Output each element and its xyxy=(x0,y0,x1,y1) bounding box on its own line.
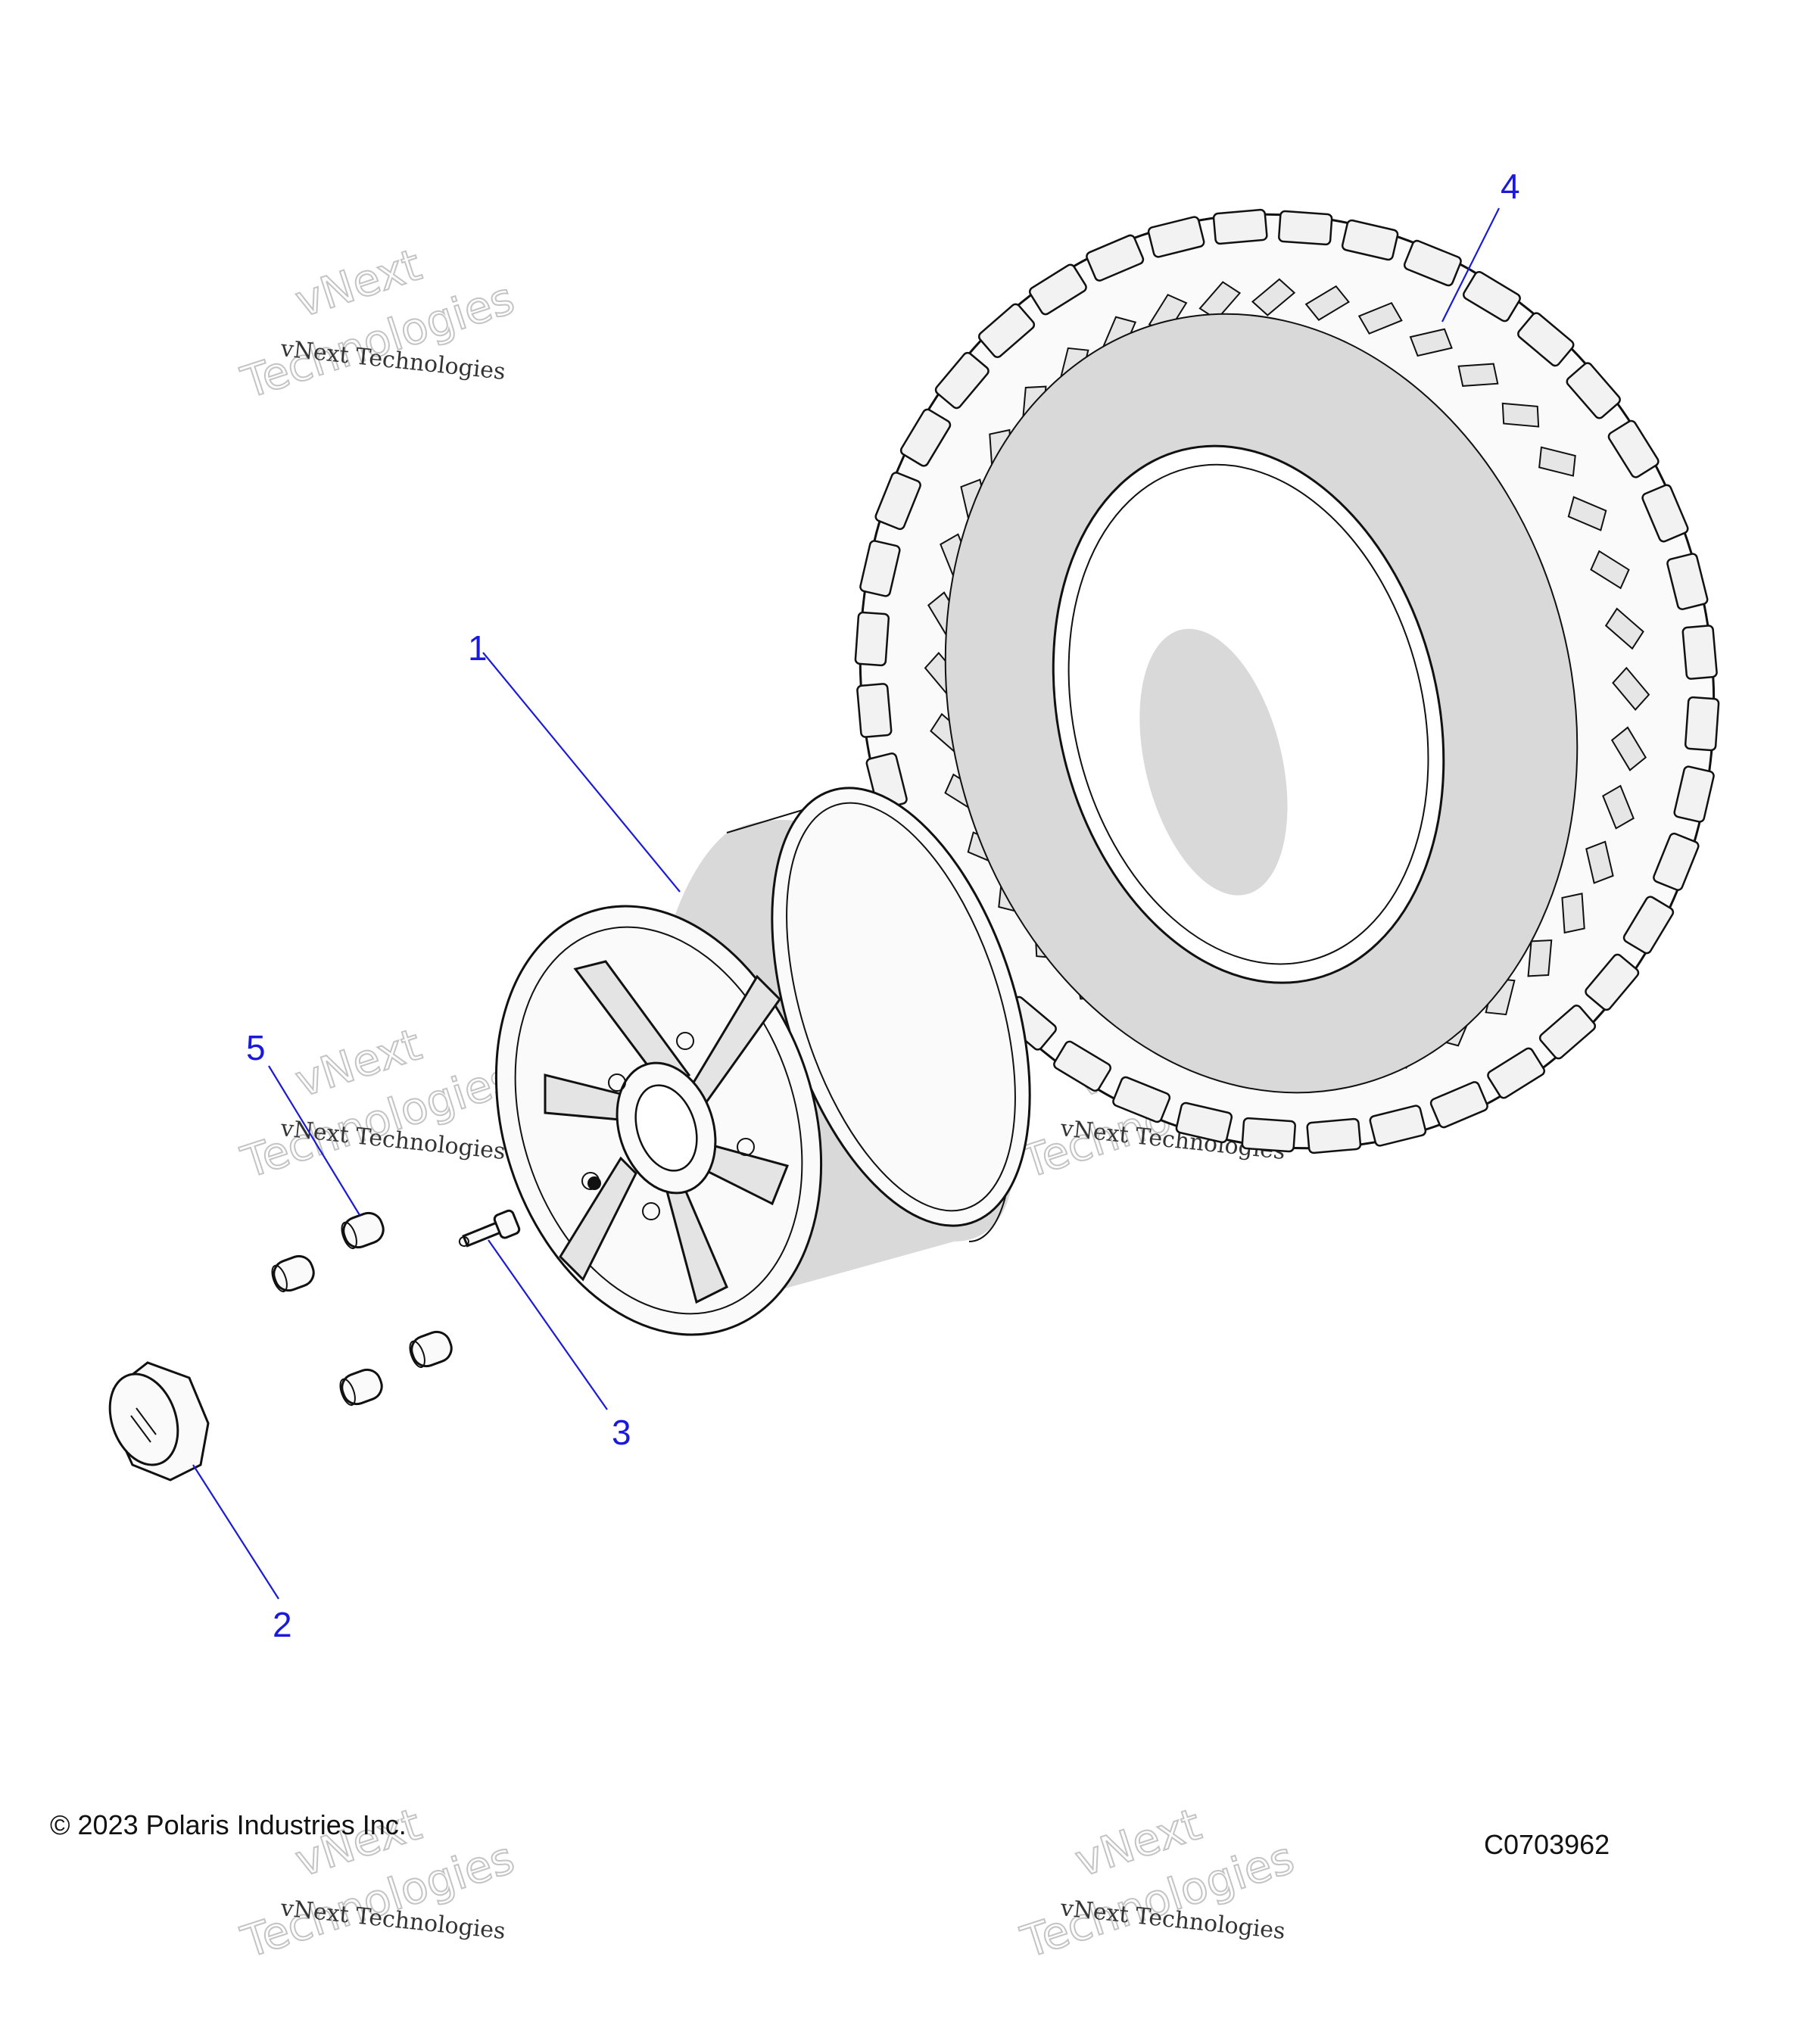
tread-block xyxy=(1501,402,1540,428)
copyright-text: © 2023 Polaris Industries Inc. xyxy=(50,1809,407,1840)
valve-stem xyxy=(458,1209,521,1248)
tread-lug xyxy=(977,303,1036,358)
leader-line-4 xyxy=(1441,207,1500,322)
lug-nut xyxy=(271,1254,315,1292)
tread-lug xyxy=(1429,1081,1488,1129)
callout-1[interactable]: 1 xyxy=(468,628,488,668)
tread-lug xyxy=(1681,625,1718,680)
tread-block xyxy=(1610,726,1647,771)
tire xyxy=(854,208,1720,1154)
leader-line-1 xyxy=(482,652,681,893)
tread-lug xyxy=(1241,1117,1296,1153)
tread-lug xyxy=(1585,953,1640,1011)
tread-lug xyxy=(1278,210,1333,246)
tread-lug xyxy=(1622,896,1675,955)
tread-lug xyxy=(1462,270,1521,322)
lug-nut xyxy=(341,1211,385,1249)
tread-lug xyxy=(854,611,890,667)
tread-block xyxy=(1457,363,1499,387)
tread-lug xyxy=(1641,484,1689,543)
tread-block xyxy=(1538,446,1576,477)
tread-lug xyxy=(1369,1105,1427,1147)
tread-lug xyxy=(1147,216,1205,258)
tread-block xyxy=(1590,550,1630,590)
tread-lug xyxy=(856,683,893,738)
tread-lug xyxy=(1212,208,1268,245)
tread-block xyxy=(1409,328,1453,357)
callout-5[interactable]: 5 xyxy=(246,1028,266,1067)
tread-lug xyxy=(1053,1040,1112,1092)
tread-lug xyxy=(1607,419,1660,478)
tread-lug xyxy=(1028,263,1087,316)
tread-lug xyxy=(1341,219,1399,261)
tread-lug xyxy=(859,540,901,597)
tread-lug xyxy=(1673,765,1715,823)
tread-lug xyxy=(1306,1117,1362,1154)
tread-block xyxy=(1602,784,1635,830)
leader-line-3 xyxy=(488,1239,608,1410)
wheel-rim xyxy=(494,787,1031,1336)
lug-nut xyxy=(409,1330,453,1368)
tread-block xyxy=(1527,939,1553,977)
leader-line-5 xyxy=(268,1065,360,1216)
tread-lug xyxy=(1684,696,1720,752)
tread-lug xyxy=(1538,1005,1597,1060)
tread-lug xyxy=(1175,1101,1233,1144)
tread-block xyxy=(1585,840,1614,884)
callout-4[interactable]: 4 xyxy=(1501,167,1520,206)
tread-block xyxy=(1304,285,1350,321)
leader-line-2 xyxy=(192,1464,279,1600)
lug-nut xyxy=(339,1368,383,1406)
tread-lug xyxy=(1086,234,1145,282)
tread-lug xyxy=(1517,312,1575,367)
tread-lug xyxy=(874,472,921,531)
tread-lug xyxy=(1666,553,1709,610)
tread-block xyxy=(1357,301,1403,335)
figure-code: C0703962 xyxy=(1484,1829,1610,1860)
tread-lug xyxy=(899,408,952,467)
tread-lug xyxy=(1403,239,1462,287)
tread-lug xyxy=(1566,362,1621,419)
tread-lug xyxy=(934,351,990,410)
tread-block xyxy=(1612,666,1650,711)
lug-nuts xyxy=(271,1211,453,1406)
hub-cap xyxy=(108,1361,210,1482)
tread-block xyxy=(1561,893,1585,934)
callout-2[interactable]: 2 xyxy=(273,1605,292,1644)
tread-lug xyxy=(1487,1047,1546,1099)
callout-3[interactable]: 3 xyxy=(612,1413,631,1452)
tread-lug xyxy=(1112,1076,1171,1123)
leader-lines xyxy=(192,207,1500,1600)
tread-block xyxy=(1604,607,1644,650)
tread-lug xyxy=(1653,832,1700,891)
callouts: 1 2 3 4 5 xyxy=(246,167,1520,1644)
tread-block xyxy=(1251,278,1296,316)
tread-block xyxy=(1567,496,1607,531)
